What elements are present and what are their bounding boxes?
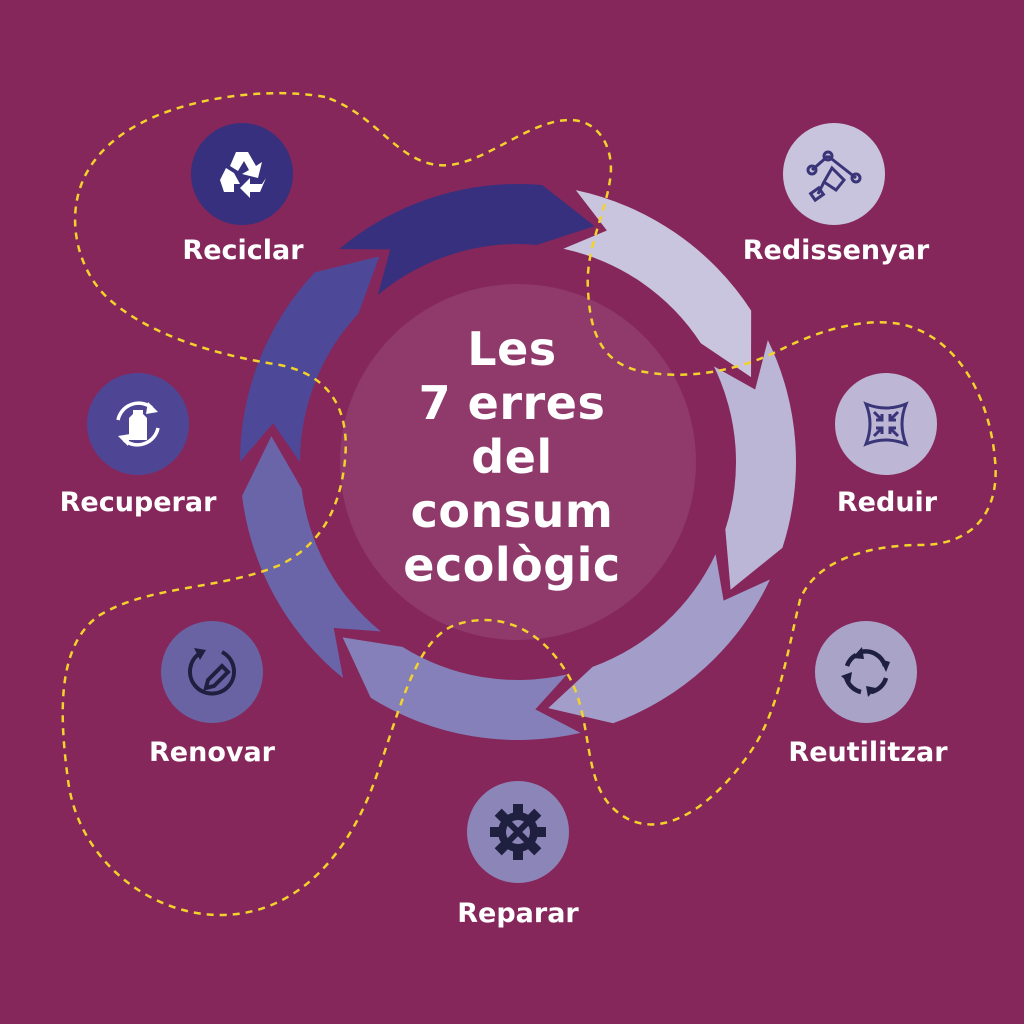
- cycle-arrow: [563, 190, 752, 378]
- title-line: consum: [410, 484, 614, 538]
- reuse-cycle-icon: [815, 621, 917, 723]
- recover-bottle-icon: [87, 373, 189, 475]
- cycle-arrow: [342, 637, 581, 740]
- label-reparar: Reparar: [457, 898, 579, 929]
- title-line: Les: [467, 322, 557, 376]
- wrench-gear-icon: [467, 781, 569, 883]
- title-line: del: [471, 430, 553, 484]
- cycle-arrow: [713, 340, 796, 590]
- title-line: ecològic: [403, 538, 621, 592]
- cycle-arrows: [240, 184, 796, 740]
- label-reciclar: Reciclar: [182, 235, 304, 266]
- cycle-arrow: [548, 554, 770, 724]
- item-icons: [87, 123, 937, 883]
- pen-tool-icon: [783, 123, 885, 225]
- label-reduir: Reduir: [836, 487, 938, 518]
- label-renovar: Renovar: [148, 737, 276, 768]
- reduce-arrows-icon: [835, 373, 937, 475]
- cycle-arrow: [242, 436, 381, 679]
- cycle-arrow: [339, 184, 595, 296]
- dashed-path: [61, 91, 997, 917]
- center-disc: [340, 284, 696, 640]
- label-recuperar: Recuperar: [59, 487, 217, 518]
- title-line: 7 erres: [418, 376, 606, 430]
- renew-pencil-icon: [161, 621, 263, 723]
- cycle-arrow: [240, 256, 380, 462]
- center-title: Les 7 erres del consum ecològic: [362, 322, 662, 592]
- label-reutilitzar: Reutilitzar: [788, 737, 948, 768]
- label-redissenyar: Redissenyar: [742, 235, 930, 266]
- recycle-icon: [191, 123, 293, 225]
